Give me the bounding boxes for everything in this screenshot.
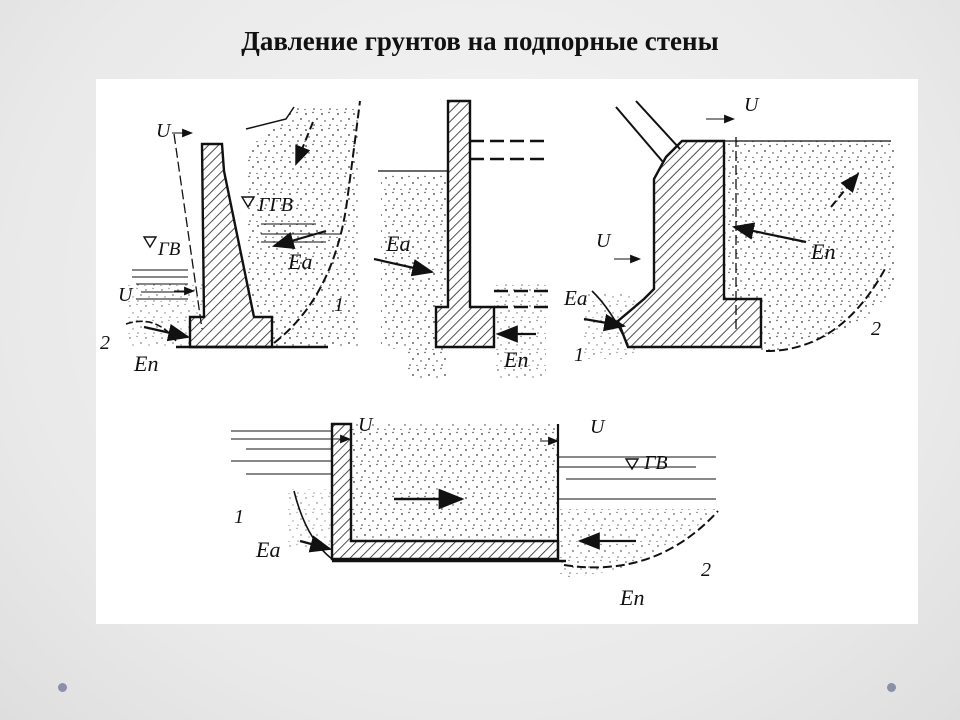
fig1-curve-1: [273, 100, 361, 344]
fig4-left-soil: [286, 489, 334, 549]
fig3-label-ea: Eа: [563, 286, 587, 310]
fig1-label-ep: Eп: [133, 351, 158, 376]
fig4-right-soil: [558, 509, 716, 577]
fig4-label-1: 1: [234, 506, 244, 528]
fig2-wall: [434, 99, 496, 349]
fig3-slope-line-1: [615, 106, 664, 163]
fig3-arrow-ep: [731, 222, 807, 244]
fig4-label-ea: Eа: [255, 537, 280, 562]
fig4-label-ep: Eп: [619, 585, 644, 610]
figure-3: U U Eп Eа 1 2: [563, 94, 896, 366]
figure-1: U ГГВ Eа 1 ГВ U 2 Eп: [100, 100, 361, 376]
fig3-label-1: 1: [574, 344, 584, 366]
fig4-curve-1: [293, 490, 333, 560]
fig1-label-gv: ГВ: [157, 239, 181, 260]
diagram-panel: U ГГВ Eа 1 ГВ U 2 Eп Eа Eп: [96, 79, 918, 624]
bullet-dot-icon-left: [58, 683, 67, 692]
fig3-label-u: U: [744, 94, 760, 116]
fig3-label-u-lower: U: [596, 230, 612, 252]
fig1-label-2: 2: [100, 332, 110, 354]
fig1-slope: [245, 106, 295, 130]
figure-2: Eа Eп: [373, 99, 548, 379]
fig4-arrow-ea: [299, 535, 333, 553]
fig1-axis-line: [173, 133, 203, 330]
fig3-curve-2: [765, 266, 887, 352]
fig3-slope-line-2: [635, 100, 681, 150]
fig4-right-water: [558, 456, 716, 500]
fig4-label-u-right: U: [590, 416, 606, 438]
water-level-triangle-icon: [142, 236, 158, 249]
fig2-arrow-ea: [373, 257, 435, 277]
fig3-label-2: 2: [871, 318, 881, 340]
fig2-label-ea: Eа: [385, 231, 410, 256]
fig1-label-ggv: ГГВ: [257, 194, 293, 216]
fig4-left-water: [231, 430, 332, 475]
fig1-groundwater-lines: [261, 223, 341, 243]
fig4-label-gv: ГВ: [643, 452, 668, 474]
fig1-backfill: [246, 107, 358, 347]
water-level-triangle-icon: [240, 196, 256, 209]
fig2-left-soil: [381, 174, 448, 379]
fig1-label-1: 1: [334, 294, 344, 316]
fig4-label-2: 2: [701, 559, 711, 581]
fig4-curve-2: [563, 510, 719, 569]
fig1-curve-2: [125, 320, 177, 342]
fig1-label-ea: Eа: [287, 249, 312, 274]
fig1-water-lines: [132, 269, 188, 300]
figure-4: U U ГВ 1 Eа 2 Eп: [231, 414, 719, 610]
fig3-arrow-slope: [830, 172, 860, 208]
fig1-wall: [188, 142, 274, 349]
fig3-backfill: [724, 141, 896, 351]
retaining-walls-diagram: U ГГВ Eа 1 ГВ U 2 Eп Eа Eп: [100, 94, 896, 610]
fig1-arrow-ggv: [295, 121, 314, 166]
water-level-triangle-icon: [624, 458, 640, 471]
fig4-fill: [351, 424, 558, 559]
fig1-label-u: U: [156, 120, 172, 142]
fig3-curve-1: [591, 290, 629, 346]
bullet-dot-icon-right: [887, 683, 896, 692]
fig4-label-u-left: U: [358, 414, 374, 436]
fig2-label-ep: Eп: [503, 347, 528, 372]
fig3-label-ep: Eп: [810, 239, 835, 264]
fig1-arrow-ep: [143, 324, 191, 342]
slide-title: Давление грунтов на подпорные стены: [241, 26, 719, 56]
fig1-label-u-lower: U: [118, 284, 134, 306]
